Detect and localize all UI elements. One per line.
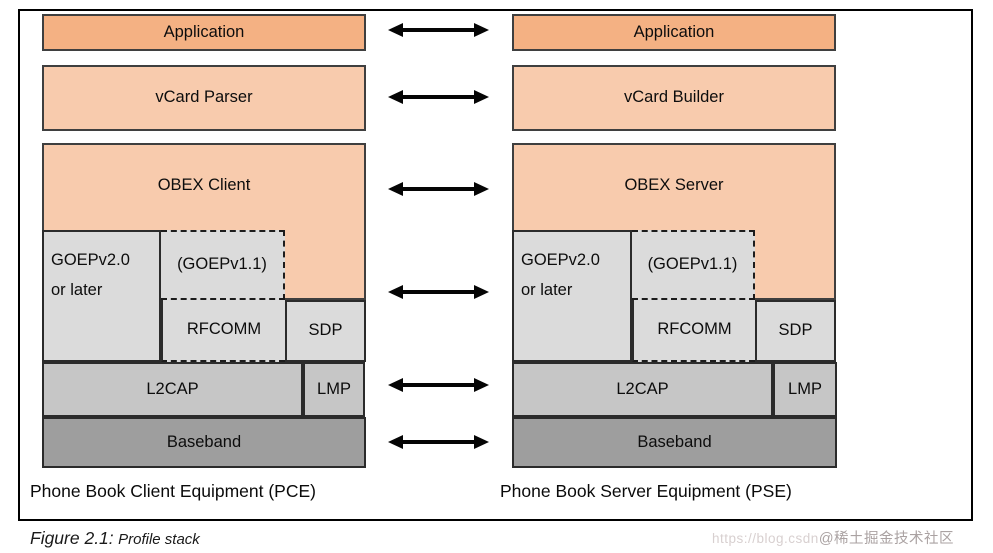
pce-l2cap-box: L2CAP <box>42 362 303 417</box>
pse-goep-v2-line2: or later <box>521 280 573 299</box>
figure-caption-title: Profile stack <box>118 531 200 548</box>
obex-link-arrow <box>388 181 489 197</box>
pse-sdp-box: SDP <box>755 300 836 362</box>
watermark-url-text: https://blog.csdn <box>712 531 819 546</box>
pse-goep-v1-box: (GOEPv1.1) <box>632 230 755 300</box>
figure-caption: Figure 2.1: Profile stack <box>30 528 200 549</box>
pce-vcard-parser-box: vCard Parser <box>42 65 366 131</box>
bidirectional-arrow-icon <box>388 285 489 299</box>
pse-baseband-box: Baseband <box>512 417 837 468</box>
pce-rfcomm-box: RFCOMM <box>161 300 285 362</box>
pse-lmp-box: LMP <box>773 362 837 417</box>
pse-application-box: Application <box>512 14 836 51</box>
pce-goep-v2-line2: or later <box>51 280 103 299</box>
pse-vcard-builder-box: vCard Builder <box>512 65 836 131</box>
pce-baseband-box: Baseband <box>42 417 366 468</box>
watermark: https://blog.csdn@稀土掘金技术社区 <box>712 527 954 548</box>
bidirectional-arrow-icon <box>388 378 489 392</box>
pce-application-box: Application <box>42 14 366 51</box>
pse-l2cap-box: L2CAP <box>512 362 773 417</box>
pse-rfcomm-box: RFCOMM <box>632 300 755 362</box>
l2cap-link-arrow <box>388 377 489 393</box>
bidirectional-arrow-icon <box>388 23 489 37</box>
pse-goep-v2-box: GOEPv2.0 or later <box>512 230 632 362</box>
watermark-handle-text: @稀土掘金技术社区 <box>818 531 955 547</box>
pce-goep-v2-line1: GOEPv2.0 <box>51 251 130 269</box>
figure-caption-number: Figure 2.1: <box>30 528 114 548</box>
pse-equipment-label: Phone Book Server Equipment (PSE) <box>500 481 792 501</box>
application-link-arrow <box>388 22 489 38</box>
vcard-link-arrow <box>388 89 489 105</box>
pce-sdp-box: SDP <box>285 300 366 362</box>
pse-goep-v2-line1: GOEPv2.0 <box>521 251 600 269</box>
bidirectional-arrow-icon <box>388 435 489 449</box>
goep-link-arrow <box>388 284 489 300</box>
pce-lmp-box: LMP <box>303 362 365 417</box>
bidirectional-arrow-icon <box>388 182 489 196</box>
pce-goep-v1-box: (GOEPv1.1) <box>161 230 285 300</box>
baseband-link-arrow <box>388 434 489 450</box>
bidirectional-arrow-icon <box>388 90 489 104</box>
pce-goep-v2-box: GOEPv2.0 or later <box>42 230 161 362</box>
pce-equipment-label: Phone Book Client Equipment (PCE) <box>30 481 316 501</box>
